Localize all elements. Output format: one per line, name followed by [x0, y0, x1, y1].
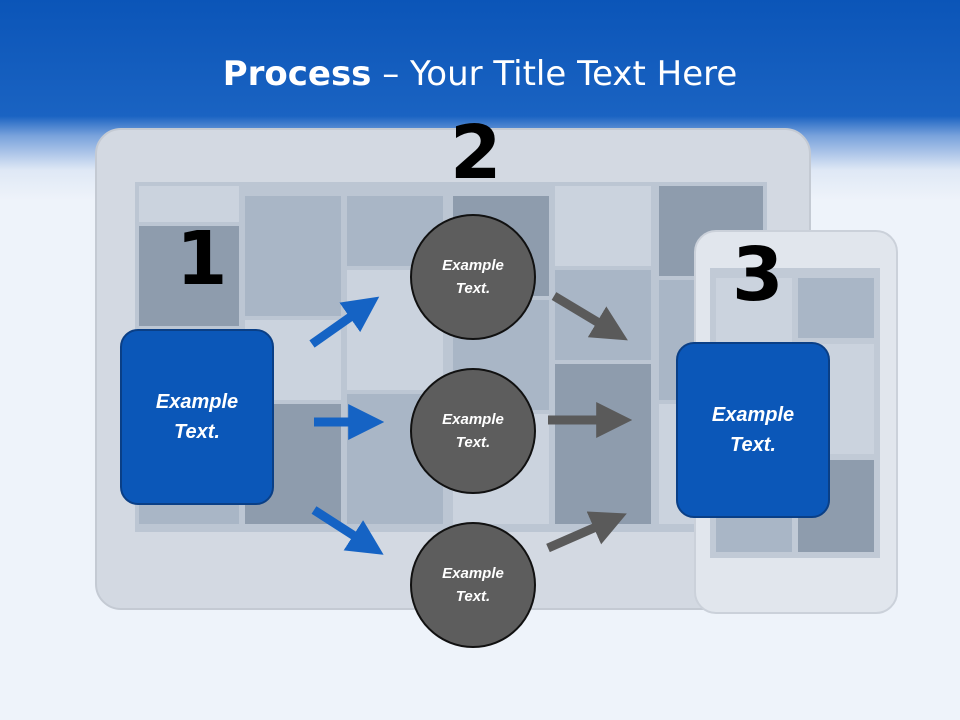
left-process-box: Example Text.: [120, 329, 274, 505]
arrow-bottom-to-right: [546, 511, 627, 553]
process-circle-middle: Example Text.: [410, 368, 536, 494]
arrow-left-to-bottom: [311, 506, 384, 555]
circle-top-text: Example Text.: [442, 257, 504, 297]
left-box-text: Example Text.: [155, 391, 239, 443]
arrow-top-to-right: [551, 292, 628, 341]
step-number-2: 2: [450, 110, 502, 196]
right-box-text: Example Text.: [711, 404, 795, 456]
process-circle-top: Example Text.: [410, 214, 536, 340]
arrow-left-to-top: [309, 296, 380, 348]
title-rest: – Your Title Text Here: [371, 54, 738, 94]
process-circle-bottom: Example Text.: [410, 522, 536, 648]
title-bold: Process: [222, 54, 372, 94]
circle-middle-text: Example Text.: [442, 411, 504, 451]
step-number-1: 1: [176, 216, 228, 302]
circle-bottom-text: Example Text.: [442, 565, 504, 605]
slide-title: Process – Your Title Text Here: [0, 54, 960, 94]
right-process-box: Example Text.: [676, 342, 830, 518]
step-number-3: 3: [732, 232, 784, 318]
